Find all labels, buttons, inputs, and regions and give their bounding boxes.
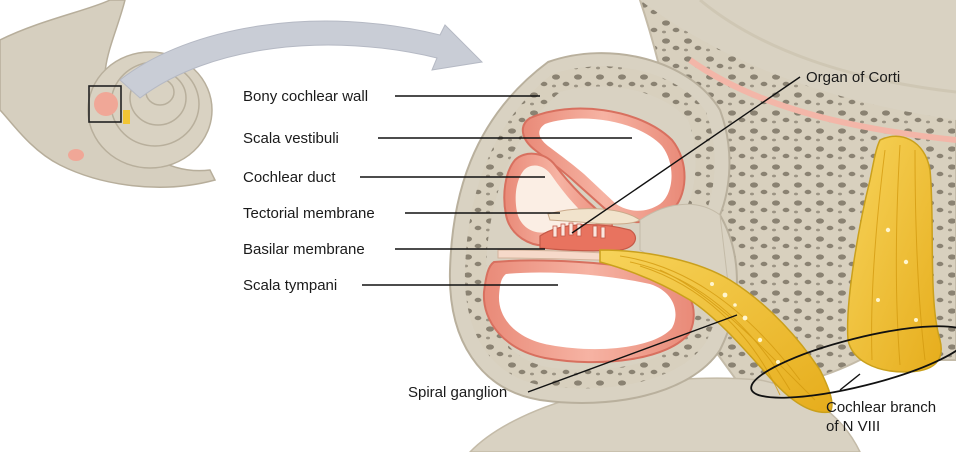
cochlea-overview-icon xyxy=(0,0,215,187)
label-bony-cochlear-wall: Bony cochlear wall xyxy=(243,88,368,105)
organ-of-corti xyxy=(540,209,640,251)
label-tectorial-membrane: Tectorial membrane xyxy=(243,205,375,222)
label-basilar-membrane: Basilar membrane xyxy=(243,241,365,258)
label-scala-vestibuli: Scala vestibuli xyxy=(243,130,339,147)
label-organ-of-corti: Organ of Corti xyxy=(806,69,900,86)
label-scala-tympani: Scala tympani xyxy=(243,277,337,294)
label-cochlear-branch-line1: Cochlear branch xyxy=(826,399,936,416)
label-cochlear-duct: Cochlear duct xyxy=(243,169,336,186)
label-cochlear-branch-line2: of N VIII xyxy=(826,418,880,435)
label-spiral-ganglion: Spiral ganglion xyxy=(408,384,507,401)
